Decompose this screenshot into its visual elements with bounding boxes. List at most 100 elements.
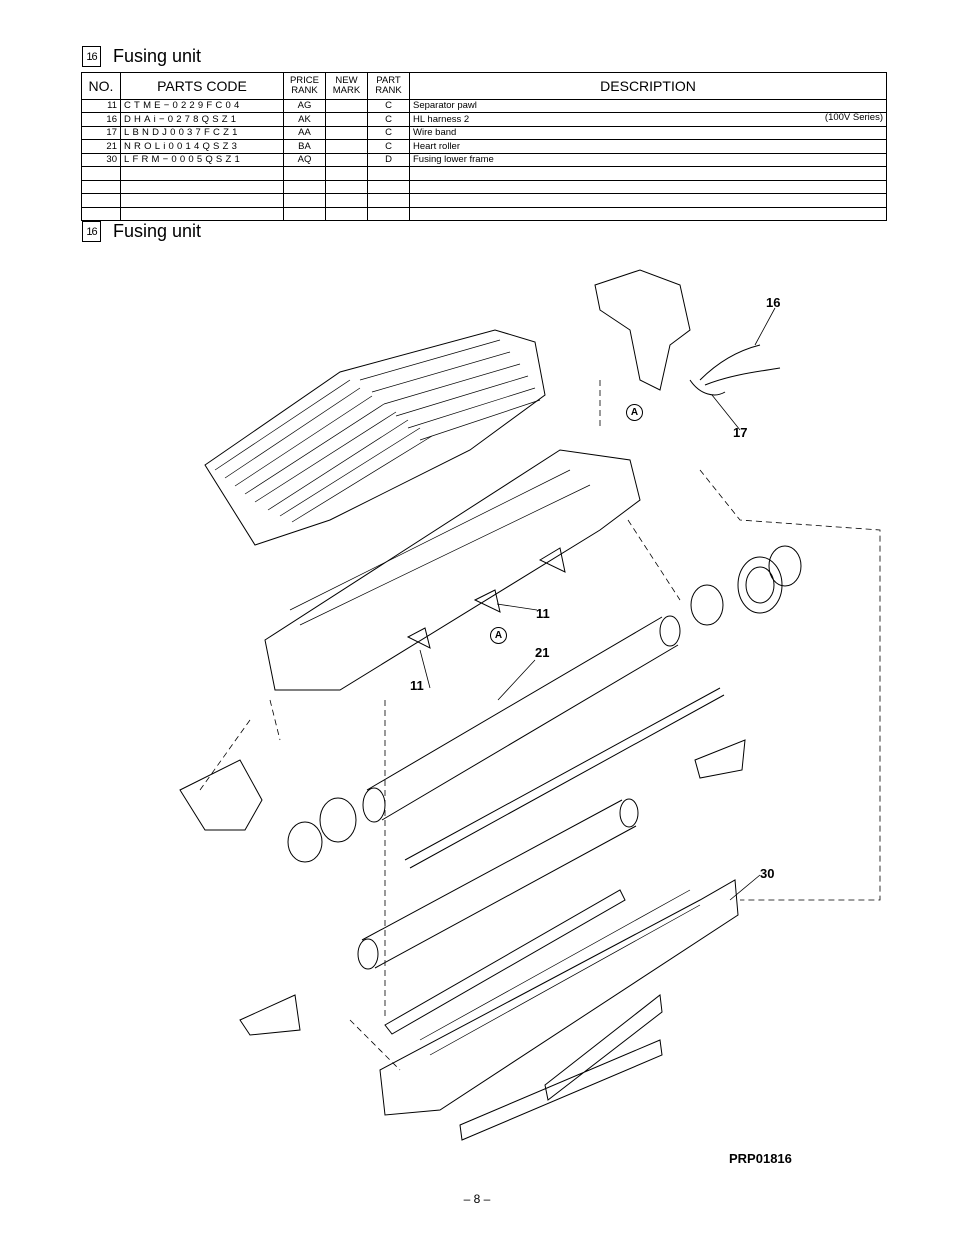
cell-part-rank bbox=[367, 179, 410, 195]
side-cover-illustration bbox=[594, 269, 691, 391]
cell-price-rank bbox=[283, 179, 326, 195]
callout-11a: 11 bbox=[536, 606, 550, 621]
cell-parts-code: LBNDJ0037FCZ1 bbox=[120, 125, 284, 141]
bearing-illustration bbox=[690, 584, 724, 626]
cell-description: Wire band bbox=[409, 125, 887, 141]
callout-11b: 11 bbox=[410, 678, 424, 693]
diagram-section-title: Fusing unit bbox=[113, 221, 202, 241]
cell-parts-code: LFRM−0005QSZ1 bbox=[120, 152, 284, 168]
lower-frame-illustration bbox=[379, 879, 739, 1116]
cell-price-rank: AG bbox=[283, 98, 326, 114]
cell-parts-code: NROLi0014QSZ3 bbox=[120, 139, 284, 154]
cell-new-mark bbox=[325, 139, 368, 154]
marker-a-middle: A bbox=[490, 627, 507, 644]
diagram-section-number: 16 bbox=[82, 221, 101, 242]
cell-no: 11 bbox=[81, 98, 121, 114]
callout-16: 16 bbox=[766, 295, 781, 310]
cell-new-mark bbox=[325, 98, 368, 114]
cell-part-rank bbox=[367, 206, 410, 221]
separator-plate-illustration bbox=[384, 889, 626, 1035]
cell-part-rank: C bbox=[367, 139, 410, 154]
cell-no bbox=[81, 193, 121, 208]
cell-new-mark bbox=[325, 152, 368, 168]
cell-description: HL harness 2(100V Series) bbox=[409, 112, 887, 127]
marker-a-top: A bbox=[626, 404, 643, 421]
cell-no: 17 bbox=[81, 125, 121, 141]
cell-new-mark bbox=[325, 206, 368, 221]
cell-price-rank bbox=[283, 206, 326, 221]
cell-description bbox=[409, 166, 887, 181]
cell-new-mark bbox=[325, 166, 368, 181]
main-frame-illustration bbox=[264, 449, 641, 691]
cell-price-rank bbox=[283, 166, 326, 181]
table-row bbox=[81, 193, 887, 208]
cell-new-mark bbox=[325, 179, 368, 195]
cell-parts-code: CTME−0229FC04 bbox=[120, 98, 284, 114]
cell-parts-code bbox=[120, 166, 284, 181]
cell-no bbox=[81, 179, 121, 195]
cell-description: Fusing lower frame bbox=[409, 152, 887, 168]
callout-30: 30 bbox=[760, 866, 775, 881]
cell-price-rank: BA bbox=[283, 139, 326, 154]
section-number: 16 bbox=[82, 46, 101, 67]
table-row bbox=[81, 206, 887, 221]
cell-price-rank: AA bbox=[283, 125, 326, 141]
cell-parts-code bbox=[120, 179, 284, 195]
exploded-view-diagram bbox=[179, 269, 881, 1141]
gear-illustration bbox=[737, 556, 783, 614]
cell-description: Heart roller bbox=[409, 139, 887, 154]
drawing-reference: PRP01816 bbox=[729, 1151, 792, 1166]
cell-part-rank bbox=[367, 166, 410, 181]
header-description: DESCRIPTION bbox=[409, 72, 887, 100]
cell-description bbox=[409, 193, 887, 208]
heat-roller-illustration bbox=[362, 615, 681, 823]
cell-parts-code bbox=[120, 206, 284, 221]
pressure-rod-illustration bbox=[404, 687, 725, 869]
cell-part-rank bbox=[367, 193, 410, 208]
cell-no bbox=[81, 206, 121, 221]
section-heading: 16 Fusing unit bbox=[82, 46, 201, 67]
upper-cover-illustration bbox=[204, 329, 546, 546]
cell-description bbox=[409, 206, 887, 221]
cell-no bbox=[81, 166, 121, 181]
cell-part-rank: C bbox=[367, 112, 410, 127]
cell-no: 30 bbox=[81, 152, 121, 168]
table-row bbox=[81, 166, 887, 181]
cell-new-mark bbox=[325, 125, 368, 141]
cell-price-rank: AQ bbox=[283, 152, 326, 168]
cell-price-rank bbox=[283, 193, 326, 208]
cell-note: (100V Series) bbox=[824, 112, 883, 124]
callout-21: 21 bbox=[535, 645, 550, 660]
cell-description: Separator pawl bbox=[409, 98, 887, 114]
pressure-roller-illustration bbox=[357, 798, 639, 970]
cell-description bbox=[409, 179, 887, 195]
cell-no: 16 bbox=[81, 112, 121, 127]
table-row bbox=[81, 179, 887, 195]
cell-parts-code bbox=[120, 193, 284, 208]
callout-17: 17 bbox=[733, 425, 748, 440]
cell-part-rank: D bbox=[367, 152, 410, 168]
cell-parts-code: DHAi−0278QSZ1 bbox=[120, 112, 284, 127]
cell-no: 21 bbox=[81, 139, 121, 154]
diagram-heading: 16 Fusing unit bbox=[82, 221, 201, 242]
header-no: NO. bbox=[81, 72, 121, 100]
cell-price-rank: AK bbox=[283, 112, 326, 127]
page-number: – 8 – bbox=[463, 1192, 491, 1206]
header-parts-code: PARTS CODE bbox=[120, 72, 284, 100]
harness-illustration bbox=[689, 344, 781, 396]
section-title: Fusing unit bbox=[113, 46, 202, 66]
cell-part-rank: C bbox=[367, 98, 410, 114]
cell-part-rank: C bbox=[367, 125, 410, 141]
cell-new-mark bbox=[325, 193, 368, 208]
cell-new-mark bbox=[325, 112, 368, 127]
